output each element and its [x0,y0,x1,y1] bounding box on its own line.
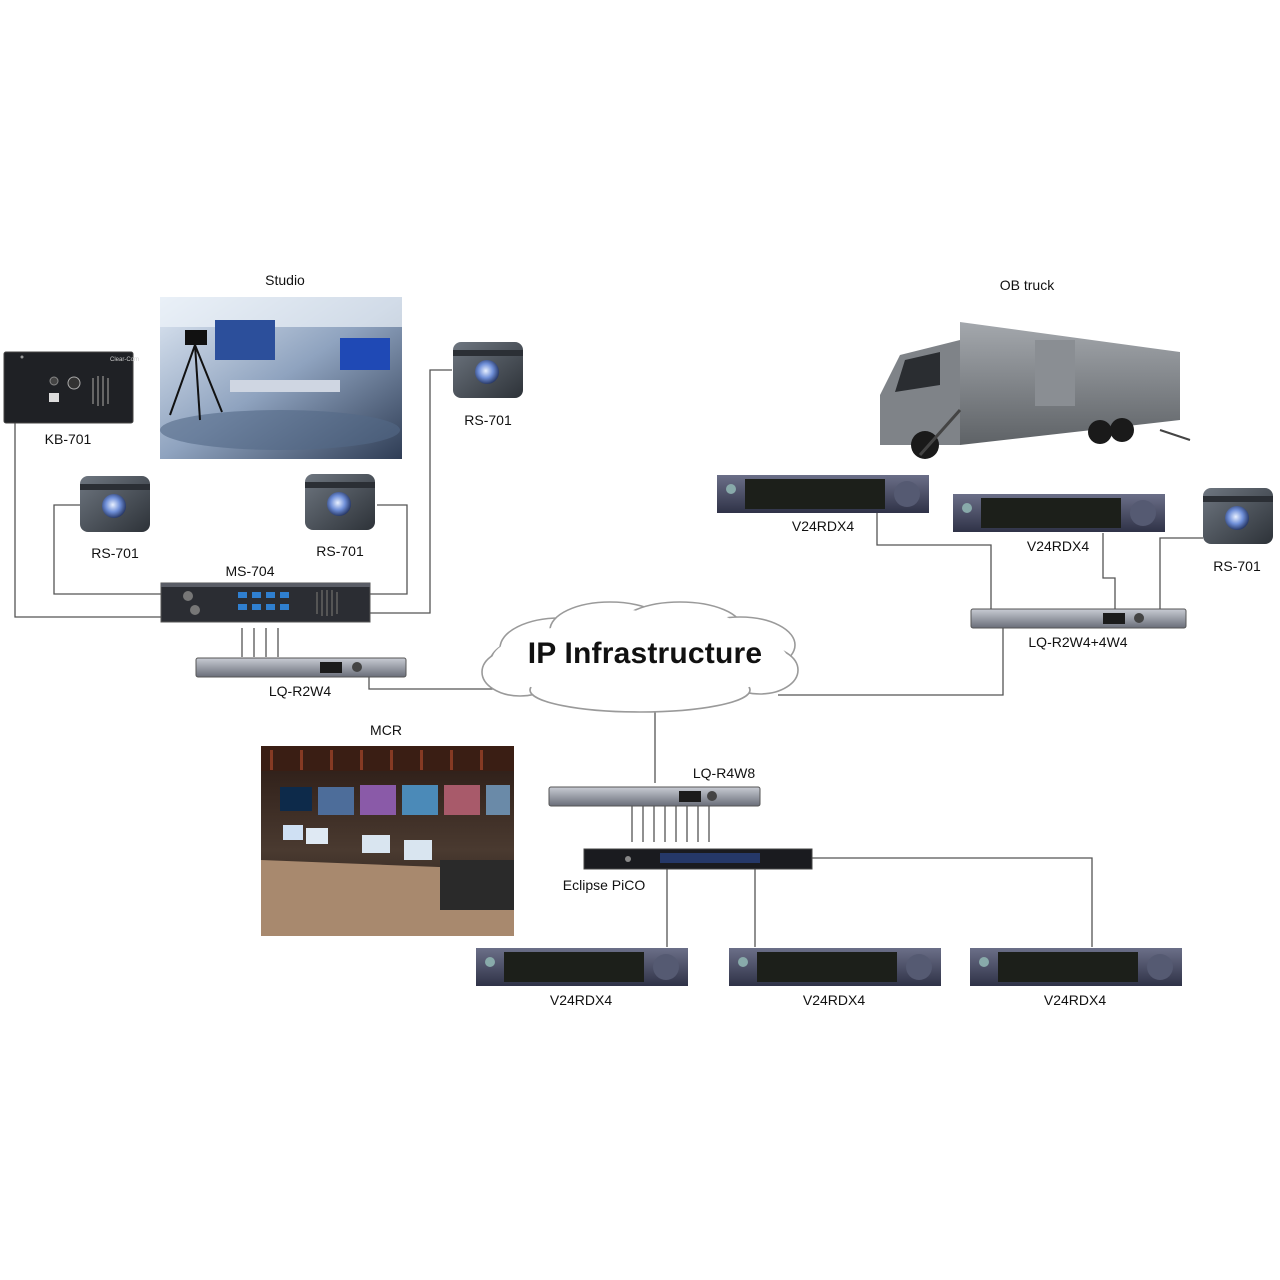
studio-label: Studio [265,272,305,288]
cloud-label: IP Infrastructure [527,637,763,670]
v24-b3-label: V24RDX4 [1043,992,1107,1008]
mcr-label: MCR [370,722,402,738]
rs701-top-label: RS-701 [464,412,512,428]
v24-truck2-label: V24RDX4 [1026,538,1090,554]
rs701-top-device [453,342,523,398]
ms704-label: MS-704 [225,563,275,579]
eclipse-pico-device [583,848,813,870]
mcr-photo [261,746,514,936]
v24-truck2-device [953,494,1165,532]
lq-r2w4-label: LQ-R2W4 [268,683,332,699]
v24-b3-device [970,948,1182,986]
lq-r2w4-device [195,657,407,678]
v24-b1-label: V24RDX4 [549,992,613,1008]
eclipse-pico-label: Eclipse PiCO [562,877,646,893]
ip-cloud [481,601,799,713]
lq-r4w8-label: LQ-R4W8 [692,765,756,781]
v24-truck1-label: V24RDX4 [791,518,855,534]
v24-truck1-device [717,475,929,513]
ob-truck-photo [880,322,1191,459]
lq-r2w4-4w4-label: LQ-R2W4+4W4 [1028,634,1128,650]
lq-r4w8-device [548,786,761,807]
studio-photo [160,297,402,459]
rs701-mid-label: RS-701 [316,543,364,559]
ms704-device [160,582,371,623]
rs701-mid-device [305,474,375,530]
lq-r2w4-4w4-device [970,608,1187,629]
rs701-truck-device [1203,488,1273,544]
ob-truck-label: OB truck [999,277,1055,293]
rs701-truck-label: RS-701 [1213,558,1261,574]
v24-b2-device [729,948,941,986]
kb701-label: KB-701 [44,431,92,447]
v24-b2-label: V24RDX4 [802,992,866,1008]
connection-lines [14,369,1203,947]
kb701-device: Clear-Com [3,351,139,424]
rs701-left-device [80,476,150,532]
svg-text:Clear-Com: Clear-Com [110,357,139,363]
v24-b1-device [476,948,688,986]
rs701-left-label: RS-701 [91,545,139,561]
